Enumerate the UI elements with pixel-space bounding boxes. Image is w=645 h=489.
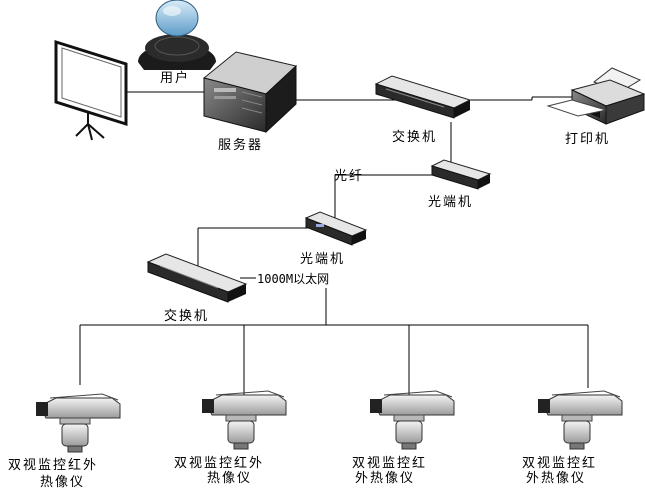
projection-screen-icon bbox=[54, 39, 128, 141]
camera-3-label-line1: 双视监控红 bbox=[352, 455, 427, 471]
camera-2-label-line2: 热像仪 bbox=[207, 471, 252, 486]
user-avatar-icon bbox=[138, 0, 216, 70]
switch-bottom-label: 交换机 bbox=[164, 308, 209, 324]
optical-terminal-1-label: 光端机 bbox=[428, 195, 473, 210]
optical-terminal-2-node: 光端机 bbox=[300, 211, 368, 267]
camera-1-label-line1: 双视监控红外 bbox=[8, 457, 98, 473]
camera-1: 双视监控红外 热像仪 bbox=[8, 393, 121, 489]
server-icon bbox=[202, 51, 298, 134]
camera-4-label-line2: 外热像仪 bbox=[526, 471, 586, 486]
switch-icon bbox=[374, 75, 472, 119]
thermal-camera-icon bbox=[35, 393, 121, 453]
fiber-label: 光纤 bbox=[334, 169, 364, 184]
printer-label: 打印机 bbox=[565, 132, 610, 147]
thermal-camera-icon bbox=[369, 390, 455, 450]
switch-bottom-node: 交换机 bbox=[146, 253, 248, 324]
camera-1-label-line2: 热像仪 bbox=[40, 475, 85, 489]
camera-3: 双视监控红 外热像仪 bbox=[352, 390, 455, 486]
switch-icon bbox=[146, 253, 248, 303]
switch-top-label: 交换机 bbox=[392, 129, 437, 145]
user-node: 用户 bbox=[138, 0, 216, 86]
camera-2: 双视监控红外 热像仪 bbox=[174, 390, 287, 486]
user-label: 用户 bbox=[160, 70, 190, 86]
thermal-camera-icon bbox=[537, 390, 623, 450]
printer-icon bbox=[546, 67, 645, 125]
server-label: 服务器 bbox=[218, 137, 263, 153]
camera-4: 双视监控红 外热像仪 bbox=[522, 390, 623, 486]
printer-node: 打印机 bbox=[546, 67, 645, 147]
optical-terminal-1-node: 光端机 bbox=[428, 159, 492, 210]
ethernet-label: 1000M以太网 bbox=[257, 271, 329, 286]
camera-4-label-line1: 双视监控红 bbox=[522, 455, 597, 471]
optical-terminal-icon bbox=[430, 159, 492, 190]
optical-terminal-2-label: 光端机 bbox=[300, 252, 345, 267]
camera-3-label-line2: 外热像仪 bbox=[355, 471, 415, 486]
server-node: 服务器 bbox=[202, 51, 298, 153]
camera-2-label-line1: 双视监控红外 bbox=[174, 455, 264, 471]
thermal-camera-icon bbox=[201, 390, 287, 450]
switch-top-node: 交换机 bbox=[374, 75, 472, 145]
connection-lines bbox=[79, 91, 589, 395]
optical-terminal-icon bbox=[304, 211, 368, 246]
